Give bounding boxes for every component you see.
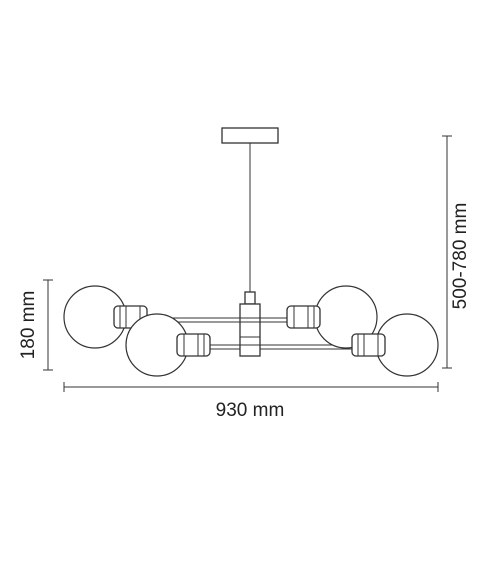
height-dimension-line	[442, 135, 452, 369]
width-dimension-label: 930 mm	[216, 400, 285, 421]
depth-dimension-label: 180 mm	[18, 291, 39, 360]
width-dimension-line	[63, 382, 439, 392]
globe-lamp-2	[125, 313, 211, 377]
height-dimension-label: 500-780 mm	[450, 203, 471, 310]
central-hub	[239, 291, 261, 357]
globe-lamp-4	[351, 313, 439, 377]
ceiling-canopy	[221, 127, 279, 144]
globe-lamp-3	[286, 285, 378, 349]
depth-dimension-line	[43, 279, 53, 371]
